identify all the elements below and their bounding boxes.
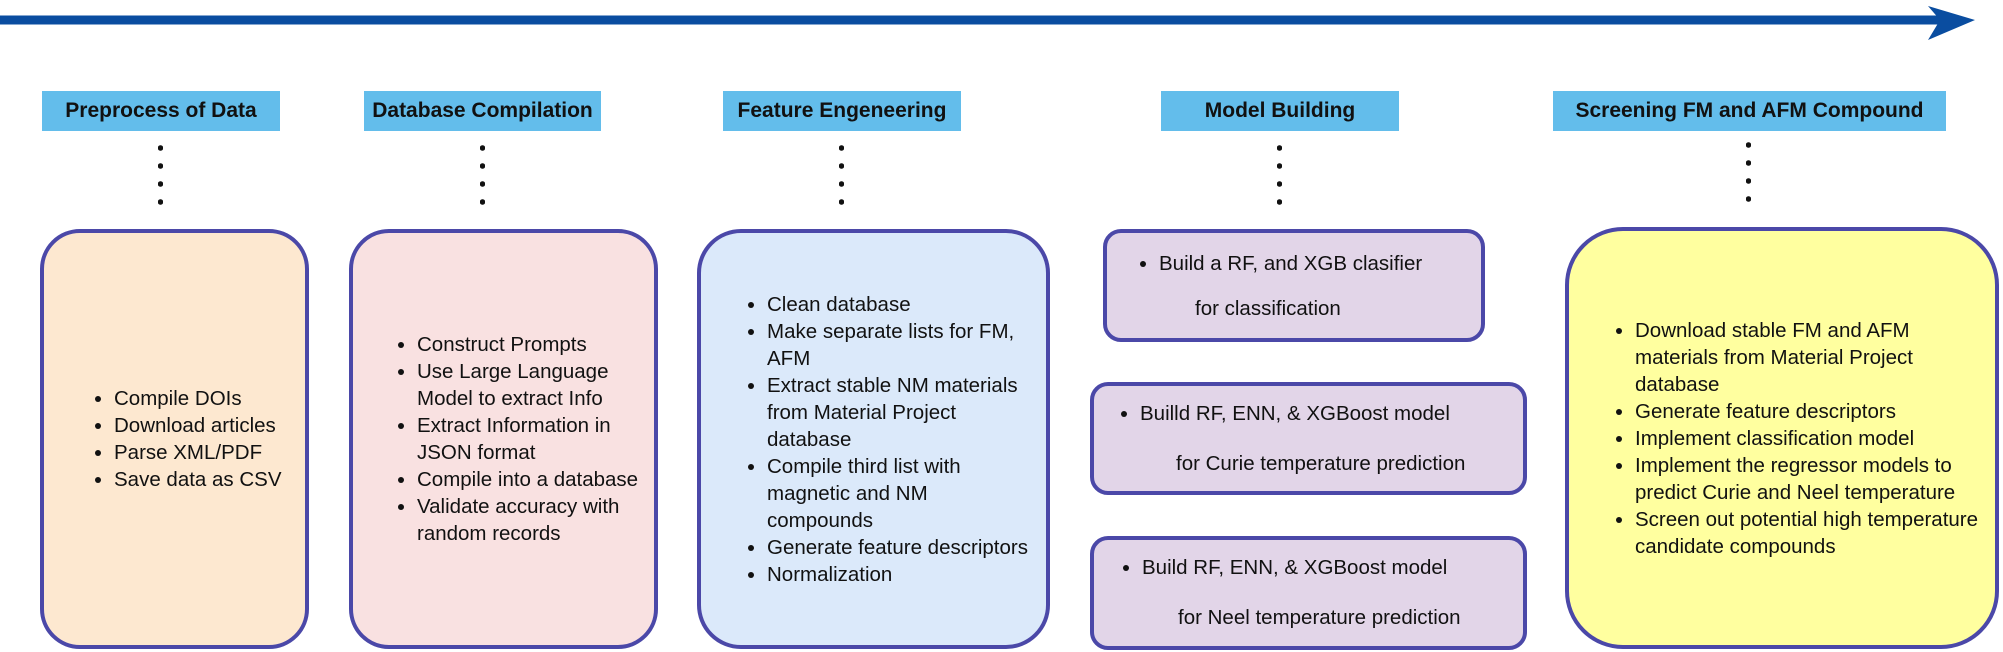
dotted-connector [480, 139, 485, 217]
list-item: Builld RF, ENN, & XGBoost model for Curi… [1140, 389, 1465, 489]
database-list: Construct Prompts Use Large Language Mod… [353, 331, 654, 547]
database-box: Construct Prompts Use Large Language Mod… [349, 229, 658, 649]
model-curie-list: Builld RF, ENN, & XGBoost model for Curi… [1094, 389, 1465, 489]
stage-label-screening: Screening FM and AFM Compound [1553, 91, 1946, 131]
list-item: Download articles [114, 412, 282, 439]
list-item: Download stable FM and AFM materials fro… [1635, 317, 1991, 398]
list-item: Normalization [767, 561, 1036, 588]
list-item: Extract Information in JSON format [417, 412, 642, 466]
model-line: for Neel temperature prediction [1178, 606, 1461, 629]
feature-box: Clean database Make separate lists for F… [697, 229, 1050, 649]
dotted-connector [158, 139, 163, 217]
dotted-connector [1277, 139, 1282, 217]
list-item: Save data as CSV [114, 466, 282, 493]
list-item: Implement the regressor models to predic… [1635, 452, 1991, 506]
dotted-connector [1746, 136, 1751, 214]
list-item: Construct Prompts [417, 331, 642, 358]
preprocess-box: Compile DOIs Download articles Parse XML… [40, 229, 309, 649]
list-item: Make separate lists for FM, AFM [767, 318, 1036, 372]
dotted-connector [839, 139, 844, 217]
list-item: Build a RF, and XGB clasifier for classi… [1159, 241, 1422, 331]
model-neel-box: Build RF, ENN, & XGBoost model for Neel … [1090, 536, 1527, 650]
model-classifier-list: Build a RF, and XGB clasifier for classi… [1107, 241, 1422, 331]
list-item: Compile DOIs [114, 385, 282, 412]
list-item: Validate accuracy with random records [417, 493, 642, 547]
feature-list: Clean database Make separate lists for F… [701, 291, 1046, 588]
list-item: Use Large Language Model to extract Info [417, 358, 642, 412]
stage-label-preprocess: Preprocess of Data [42, 91, 280, 131]
stage-label-model: Model Building [1161, 91, 1399, 131]
stage-label-database: Database Compilation [364, 91, 601, 131]
list-item: Compile third list with magnetic and NM … [767, 453, 1036, 534]
list-item: Screen out potential high temperature ca… [1635, 506, 1991, 560]
model-curie-box: Builld RF, ENN, & XGBoost model for Curi… [1090, 382, 1527, 495]
screening-box: Download stable FM and AFM materials fro… [1565, 227, 1999, 649]
model-line: Builld RF, ENN, & XGBoost model [1140, 401, 1450, 425]
list-item: Generate feature descriptors [767, 534, 1036, 561]
model-line: Build a RF, and XGB clasifier [1159, 251, 1423, 275]
list-item: Parse XML/PDF [114, 439, 282, 466]
screening-list: Download stable FM and AFM materials fro… [1569, 317, 1995, 560]
model-line: Build RF, ENN, & XGBoost model [1142, 556, 1448, 579]
timeline-arrow-head [1928, 6, 1975, 40]
model-classifier-box: Build a RF, and XGB clasifier for classi… [1103, 229, 1485, 342]
timeline-arrow [0, 6, 1975, 40]
list-item: Compile into a database [417, 466, 642, 493]
preprocess-list: Compile DOIs Download articles Parse XML… [44, 385, 282, 493]
list-item: Build RF, ENN, & XGBoost model for Neel … [1142, 543, 1461, 643]
list-item: Implement classification model [1635, 425, 1991, 452]
list-item: Clean database [767, 291, 1036, 318]
list-item: Generate feature descriptors [1635, 398, 1991, 425]
stage-label-feature: Feature Engeneering [723, 91, 961, 131]
model-neel-list: Build RF, ENN, & XGBoost model for Neel … [1094, 543, 1461, 643]
model-line: for Curie temperature prediction [1176, 451, 1466, 475]
model-line: for classification [1195, 296, 1341, 320]
list-item: Extract stable NM materials from Materia… [767, 372, 1036, 453]
